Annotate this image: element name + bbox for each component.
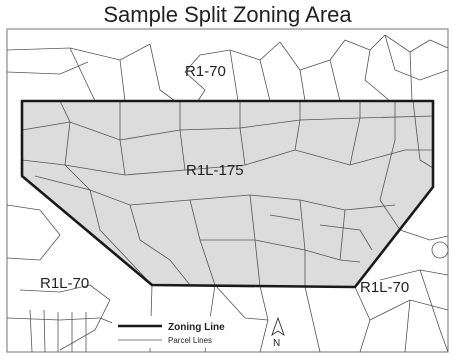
zoning-area: [22, 101, 433, 287]
north-arrow-icon: N: [271, 316, 285, 349]
zone-label-north: R1-70: [185, 63, 226, 80]
zone-label-southeast: R1L-70: [360, 279, 409, 296]
legend: Zoning Line Parcel Lines: [112, 316, 240, 348]
zoning-line-boundary: [20, 99, 435, 289]
map-title: Sample Split Zoning Area: [103, 2, 352, 27]
parcel-lines: [6, 34, 449, 353]
zone-label-southwest: R1L-70: [40, 275, 89, 292]
zone-label-center: R1L-175: [186, 162, 244, 179]
roundabout: [431, 241, 449, 259]
legend-zoning-line-label: Zoning Line: [168, 322, 225, 333]
north-arrow-label: N: [273, 338, 280, 349]
legend-parcel-lines-label: Parcel Lines: [168, 336, 212, 345]
